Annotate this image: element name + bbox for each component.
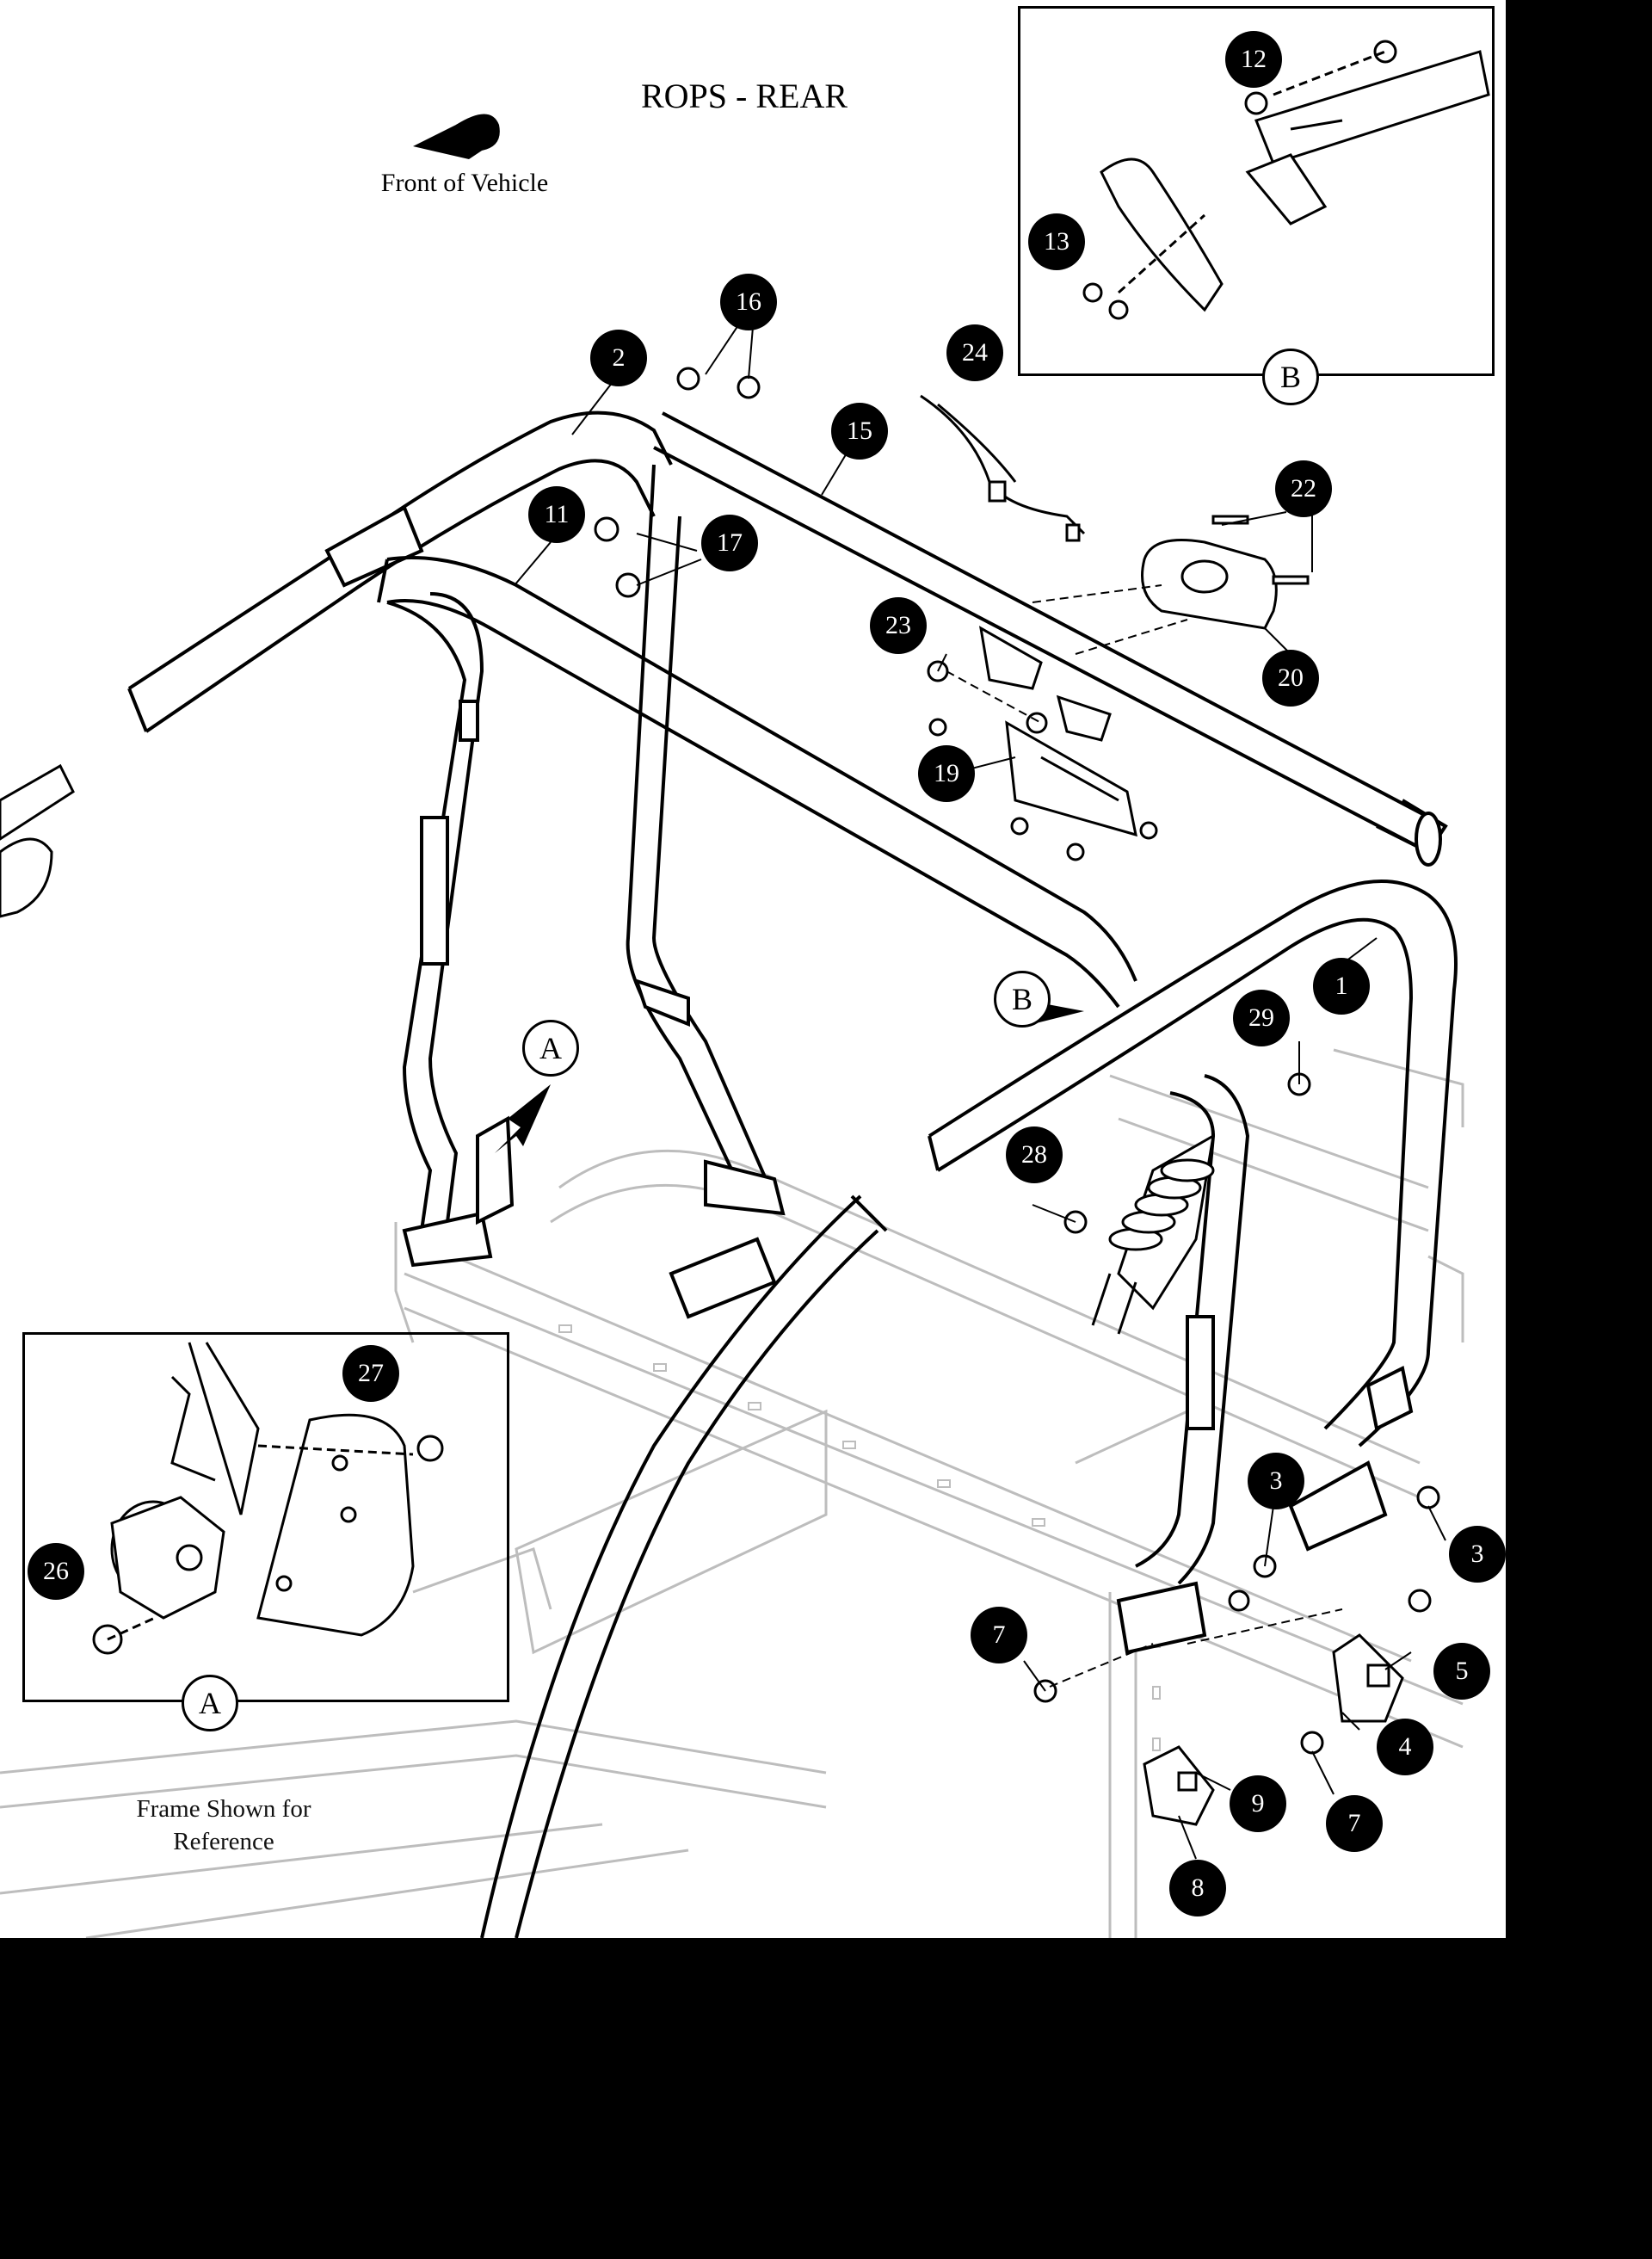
- main-hoop-part-11: [377, 556, 1137, 1268]
- wiring-harness-part-24: [920, 394, 1086, 542]
- callout-23[interactable]: 23: [870, 597, 927, 654]
- page-title: ROPS - REAR: [640, 77, 848, 115]
- detail-a-marker[interactable]: A: [522, 1020, 579, 1077]
- boot-part-28-area: [1091, 1133, 1215, 1335]
- left-partial-tube: [0, 763, 75, 918]
- inset-b-drawing: [1082, 40, 1490, 320]
- callout-13[interactable]: 13: [1028, 213, 1085, 270]
- frame-note-line-1: Frame Shown for: [136, 1795, 311, 1823]
- callout-3-upper[interactable]: 3: [1248, 1453, 1304, 1509]
- callout-3-right[interactable]: 3: [1449, 1526, 1506, 1583]
- callout-15[interactable]: 15: [831, 403, 888, 460]
- callout-26[interactable]: 26: [28, 1543, 84, 1600]
- front-diagonal-tube: [480, 1194, 888, 1938]
- detail-a-inset-box: [22, 1332, 509, 1702]
- detail-a-label[interactable]: A: [182, 1675, 238, 1731]
- callout-16[interactable]: 16: [720, 274, 777, 330]
- callout-9[interactable]: 9: [1230, 1775, 1286, 1832]
- front-direction-arrow: [413, 114, 500, 159]
- detail-b-inset-box: [1018, 6, 1495, 376]
- callout-28[interactable]: 28: [1006, 1126, 1063, 1183]
- callout-29[interactable]: 29: [1233, 990, 1290, 1046]
- upper-hoop-right-leg: [626, 464, 786, 1216]
- callout-1[interactable]: 1: [1313, 958, 1370, 1015]
- parts-diagram-sheet: ROPS - REAR Front of Vehicle Frame Shown…: [0, 0, 1506, 1938]
- frame-note-line-2: Reference: [173, 1828, 274, 1855]
- inset-a-drawing: [92, 1342, 444, 1655]
- callout-22[interactable]: 22: [1275, 460, 1332, 517]
- detail-b-marker[interactable]: B: [994, 971, 1051, 1028]
- bracket-part-19: [979, 626, 1137, 837]
- frame-slot-holes: [558, 1324, 1161, 1803]
- callout-12[interactable]: 12: [1225, 31, 1282, 88]
- leader-lines: [514, 322, 1446, 1860]
- light-assembly-part-20: [1141, 539, 1278, 630]
- callout-7-right[interactable]: 7: [1326, 1795, 1383, 1852]
- callout-5[interactable]: 5: [1433, 1643, 1490, 1700]
- callout-4[interactable]: 4: [1377, 1719, 1433, 1775]
- vehicle-frame-reference: [0, 1048, 1464, 1938]
- callout-24[interactable]: 24: [946, 324, 1003, 381]
- callout-20[interactable]: 20: [1262, 650, 1319, 707]
- crossbar-part-15: [653, 411, 1448, 867]
- callout-2[interactable]: 2: [590, 330, 647, 386]
- callout-19[interactable]: 19: [918, 745, 975, 802]
- callout-11[interactable]: 11: [528, 486, 585, 543]
- upper-hoop-part-2: [127, 410, 673, 733]
- detail-b-label[interactable]: B: [1262, 349, 1319, 405]
- detail-a-pointer: [495, 1084, 551, 1153]
- callout-27[interactable]: 27: [342, 1345, 399, 1402]
- front-of-vehicle-label: Front of Vehicle: [380, 169, 549, 197]
- rops-rear-exploded-drawing: [0, 40, 1490, 1938]
- lower-hoop-part-1: [928, 880, 1458, 1655]
- callout-7-left[interactable]: 7: [971, 1607, 1027, 1663]
- mount-brackets: [1143, 1633, 1404, 1826]
- callout-8[interactable]: 8: [1169, 1860, 1226, 1916]
- callout-17[interactable]: 17: [701, 515, 758, 571]
- frame-reference-note: Frame Shown for Reference: [103, 1793, 344, 1858]
